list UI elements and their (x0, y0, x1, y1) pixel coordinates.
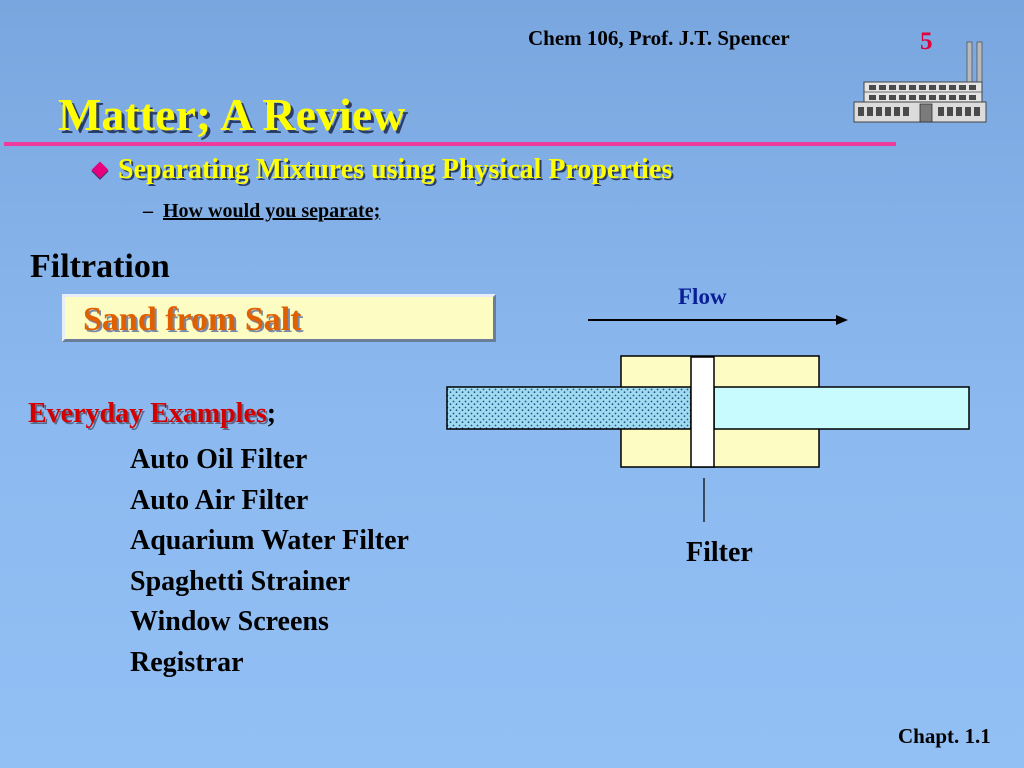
factory-icon (853, 41, 987, 123)
filtration-diagram (446, 315, 970, 522)
flow-arrow-head-icon (836, 315, 848, 325)
course-header: Chem 106, Prof. J.T. Spencer (528, 26, 790, 50)
sub-bullet-text: How would you separate; (163, 200, 381, 222)
list-item: Spaghetti Strainer (130, 565, 351, 597)
main-bullet-text: Separating Mixtures using Physical Prope… (118, 154, 673, 185)
example-callout-box: Sand from Salt (62, 294, 496, 342)
everyday-examples-heading: Everyday Examples; (28, 398, 276, 430)
everyday-label: Everyday Examples (28, 398, 267, 429)
chapter-footer: Chapt. 1.1 (898, 724, 991, 748)
slide-number: 5 (920, 28, 933, 55)
examples-list: Auto Oil Filter Auto Air Filter Aquarium… (130, 440, 409, 684)
example-callout-text: Sand from Salt (83, 301, 302, 338)
filter-membrane (690, 356, 715, 468)
list-item: Aquarium Water Filter (130, 525, 409, 557)
main-bullet: Separating Mixtures using Physical Prope… (90, 154, 672, 186)
slide-title: Matter; A Review (58, 89, 406, 140)
filter-label: Filter (686, 537, 753, 568)
list-item: Auto Air Filter (130, 484, 309, 516)
mixture-inlet-tube (446, 386, 692, 430)
diamond-bullet-icon (91, 161, 109, 179)
title-underline (4, 142, 896, 146)
method-heading: Filtration (30, 248, 170, 285)
list-item: Auto Oil Filter (130, 444, 308, 475)
sub-bullet: –How would you separate; (143, 200, 380, 223)
sub-bullet-dash: – (143, 200, 153, 222)
list-item: Window Screens (130, 606, 329, 638)
list-item: Registrar (130, 646, 244, 678)
filtrate-outlet-tube (713, 386, 970, 430)
everyday-suffix: ; (266, 398, 277, 429)
flow-label: Flow (678, 284, 727, 309)
